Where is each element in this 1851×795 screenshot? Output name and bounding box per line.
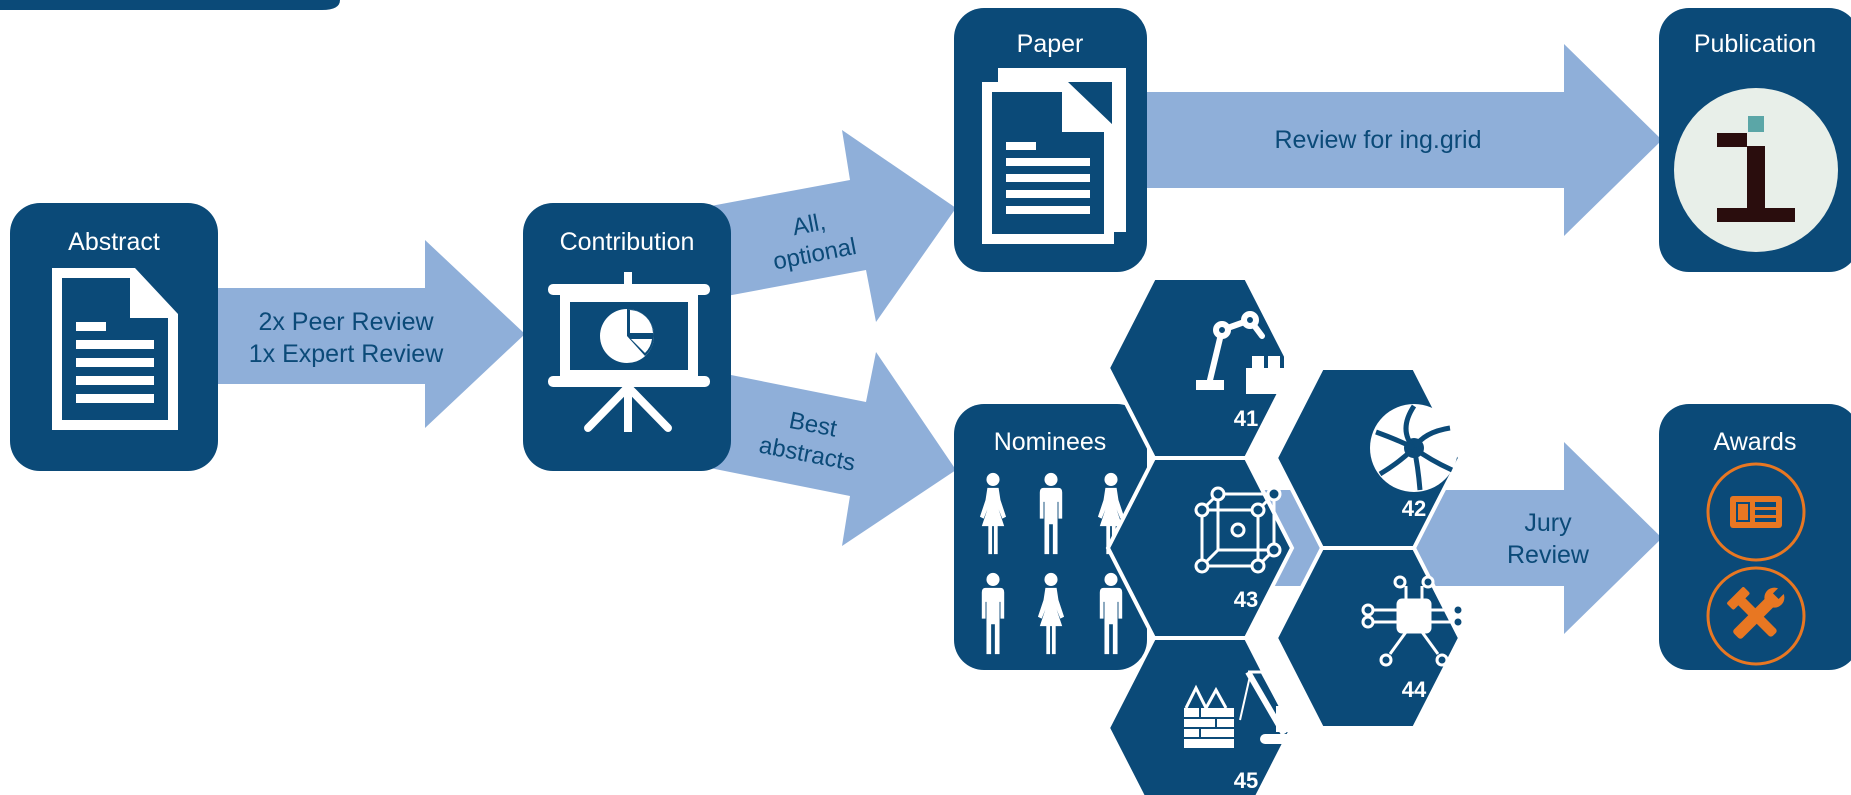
node-publication-title: Publication bbox=[1694, 30, 1816, 58]
tools-award-icon bbox=[1706, 566, 1806, 666]
category-number-41: 41 bbox=[1234, 406, 1258, 431]
category-hex-45: 45 bbox=[1105, 636, 1312, 795]
category-hex-42: 42 bbox=[1273, 366, 1463, 550]
arrow-label-review: Review bbox=[1507, 541, 1590, 569]
node-awards-title: Awards bbox=[1714, 428, 1797, 456]
crystal-lattice-icon bbox=[1194, 486, 1282, 574]
category-number-44: 44 bbox=[1402, 677, 1427, 702]
node-abstract: Abstract bbox=[10, 203, 218, 471]
arrow-contribution-to-nominees bbox=[700, 352, 956, 546]
arrow-label-jury: Jury bbox=[1524, 509, 1572, 537]
turbine-icon bbox=[1370, 404, 1458, 492]
category-hex-44: 44 bbox=[1273, 546, 1465, 730]
header-bar-fragment bbox=[0, 0, 340, 10]
arrow-abstract-to-contribution bbox=[215, 240, 525, 428]
node-nominees-title: Nominees bbox=[994, 428, 1107, 456]
node-paper: Paper bbox=[954, 8, 1147, 272]
newspaper-award-icon bbox=[1706, 462, 1806, 562]
arrow-paper-to-publication bbox=[1140, 44, 1662, 236]
node-abstract-title: Abstract bbox=[68, 228, 160, 256]
node-nominees: Nominees bbox=[954, 404, 1147, 670]
node-publication: Publication bbox=[1659, 8, 1851, 272]
arrow-label-all: All, bbox=[790, 208, 828, 241]
category-hex-43: 43 bbox=[1105, 456, 1295, 640]
ing-grid-logo bbox=[1674, 88, 1838, 252]
category-number-42: 42 bbox=[1402, 496, 1426, 521]
presentation-icon bbox=[548, 272, 710, 432]
arrow-label-peer-review: 2x Peer Review bbox=[258, 308, 434, 336]
robot-arm-icon bbox=[1196, 311, 1298, 394]
category-number-43: 43 bbox=[1234, 587, 1258, 612]
document-icon bbox=[52, 268, 178, 430]
node-contribution-title: Contribution bbox=[560, 228, 695, 256]
node-awards: Awards bbox=[1659, 404, 1851, 670]
category-number-45: 45 bbox=[1234, 768, 1258, 793]
node-paper-title: Paper bbox=[1017, 30, 1084, 58]
arrow-label-review-ing-grid: Review for ing.grid bbox=[1274, 126, 1481, 154]
arrow-contribution-to-paper bbox=[700, 130, 956, 322]
arrow-label-expert-review: 1x Expert Review bbox=[249, 340, 444, 368]
construction-crane-icon bbox=[1184, 670, 1312, 748]
node-contribution: Contribution bbox=[523, 203, 731, 471]
circuit-chip-icon bbox=[1361, 575, 1465, 667]
documents-icon bbox=[982, 68, 1126, 244]
category-hex-41: 41 bbox=[1105, 276, 1298, 460]
